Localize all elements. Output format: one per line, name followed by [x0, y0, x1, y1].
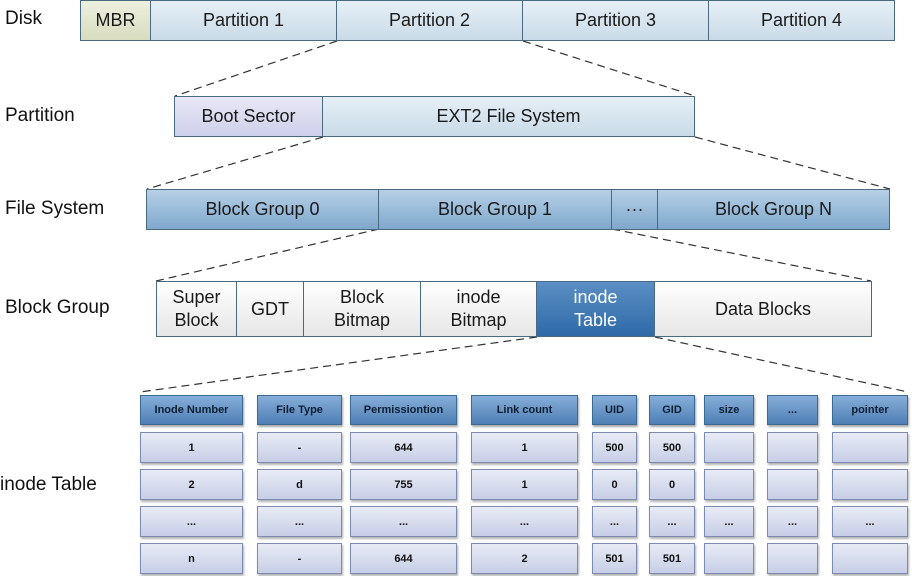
table-header-cell: Inode Number [140, 395, 243, 425]
table-header-cell: File Type [257, 395, 342, 425]
partition-1-cell: Partition 1 [151, 0, 337, 41]
table-header-cell: GID [649, 395, 695, 425]
connector-line [522, 40, 696, 97]
mbr-cell: MBR [80, 0, 151, 41]
table-cell [832, 469, 908, 500]
gdt-cell: GDT [237, 281, 304, 337]
file-system-label: File System [5, 198, 105, 219]
connector-line [694, 136, 891, 190]
block-group-label: Block Group [5, 297, 110, 318]
table-cell [767, 543, 818, 574]
partition-row: Boot Sector EXT2 File System [174, 96, 695, 137]
partition-label: Partition [5, 105, 75, 126]
table-cell: 2 [140, 469, 243, 500]
ellipsis-cell: ··· [612, 189, 658, 230]
table-cell [832, 432, 908, 463]
table-cell: n [140, 543, 243, 574]
block-bitmap-line2: Bitmap [333, 310, 391, 330]
table-cell: 501 [592, 543, 637, 574]
table-cell: ... [649, 506, 695, 537]
inode-table-cell: inode Table [537, 281, 655, 337]
block-bitmap-cell: Block Bitmap [304, 281, 421, 337]
table-cell: - [257, 543, 342, 574]
inode-bitmap-line1: inode [456, 287, 501, 307]
partition-4-cell: Partition 4 [709, 0, 895, 41]
table-cell: 500 [649, 432, 695, 463]
table-header-cell: pointer [832, 395, 908, 425]
table-header-cell: Link count [471, 395, 578, 425]
table-cell [704, 469, 754, 500]
table-cell: 500 [592, 432, 637, 463]
table-cell: 1 [471, 469, 578, 500]
connector-line [611, 228, 872, 282]
table-cell: ... [832, 506, 908, 537]
connector-line [654, 336, 909, 393]
table-cell: 2 [471, 543, 578, 574]
inode-bitmap-cell: inode Bitmap [421, 281, 537, 337]
table-cell: 644 [350, 432, 457, 463]
gdt-line1: GDT [251, 298, 289, 319]
inode-table-line1: inode [573, 287, 618, 307]
block-group-0-cell: Block Group 0 [146, 189, 379, 230]
table-cell: ... [592, 506, 637, 537]
block-group-1-cell: Block Group 1 [379, 189, 612, 230]
table-cell: ... [350, 506, 457, 537]
inode-bitmap-line2: Bitmap [450, 310, 507, 330]
table-cell: ... [704, 506, 754, 537]
table-cell: ... [767, 506, 818, 537]
table-cell: d [257, 469, 342, 500]
disk-row: MBR Partition 1 Partition 2 Partition 3 … [80, 0, 895, 41]
table-cell [704, 543, 754, 574]
super-block-cell: Super Block [156, 281, 237, 337]
boot-sector-cell: Boot Sector [174, 96, 323, 137]
table-cell: - [257, 432, 342, 463]
table-cell: 1 [471, 432, 578, 463]
connector-line [174, 40, 338, 97]
table-cell: ... [257, 506, 342, 537]
table-header-cell: ... [767, 395, 818, 425]
file-system-row: Block Group 0 Block Group 1 ··· Block Gr… [146, 189, 890, 230]
connector-line [146, 136, 324, 190]
table-header-cell: size [704, 395, 754, 425]
super-block-line2: Block [174, 310, 219, 330]
disk-label: Disk [5, 8, 42, 29]
table-cell: 0 [592, 469, 637, 500]
table-header-cell: UID [592, 395, 637, 425]
connector-line [139, 336, 538, 393]
table-cell: ... [471, 506, 578, 537]
partition-2-cell: Partition 2 [337, 0, 523, 41]
super-block-line1: Super [172, 287, 221, 307]
table-cell [767, 469, 818, 500]
partition-3-cell: Partition 3 [523, 0, 709, 41]
block-group-row: Super Block GDT Block Bitmap inode Bitma… [156, 281, 872, 337]
ext2-file-system-cell: EXT2 File System [323, 96, 695, 137]
data-blocks-line1: Data Blocks [714, 298, 812, 319]
inode-table-label: inode Table [0, 474, 97, 495]
table-header-cell: Permissiontion [350, 395, 457, 425]
block-bitmap-line1: Block [339, 287, 384, 307]
table-cell: 501 [649, 543, 695, 574]
block-group-n-cell: Block Group N [658, 189, 890, 230]
table-cell: 0 [649, 469, 695, 500]
table-cell: ... [140, 506, 243, 537]
connector-line [155, 228, 380, 282]
table-cell: 644 [350, 543, 457, 574]
table-cell [767, 432, 818, 463]
table-cell: 1 [140, 432, 243, 463]
data-blocks-cell: Data Blocks [655, 281, 872, 337]
inode-table-line2: Table [573, 310, 618, 330]
table-cell: 755 [350, 469, 457, 500]
table-cell [832, 543, 908, 574]
table-cell [704, 432, 754, 463]
